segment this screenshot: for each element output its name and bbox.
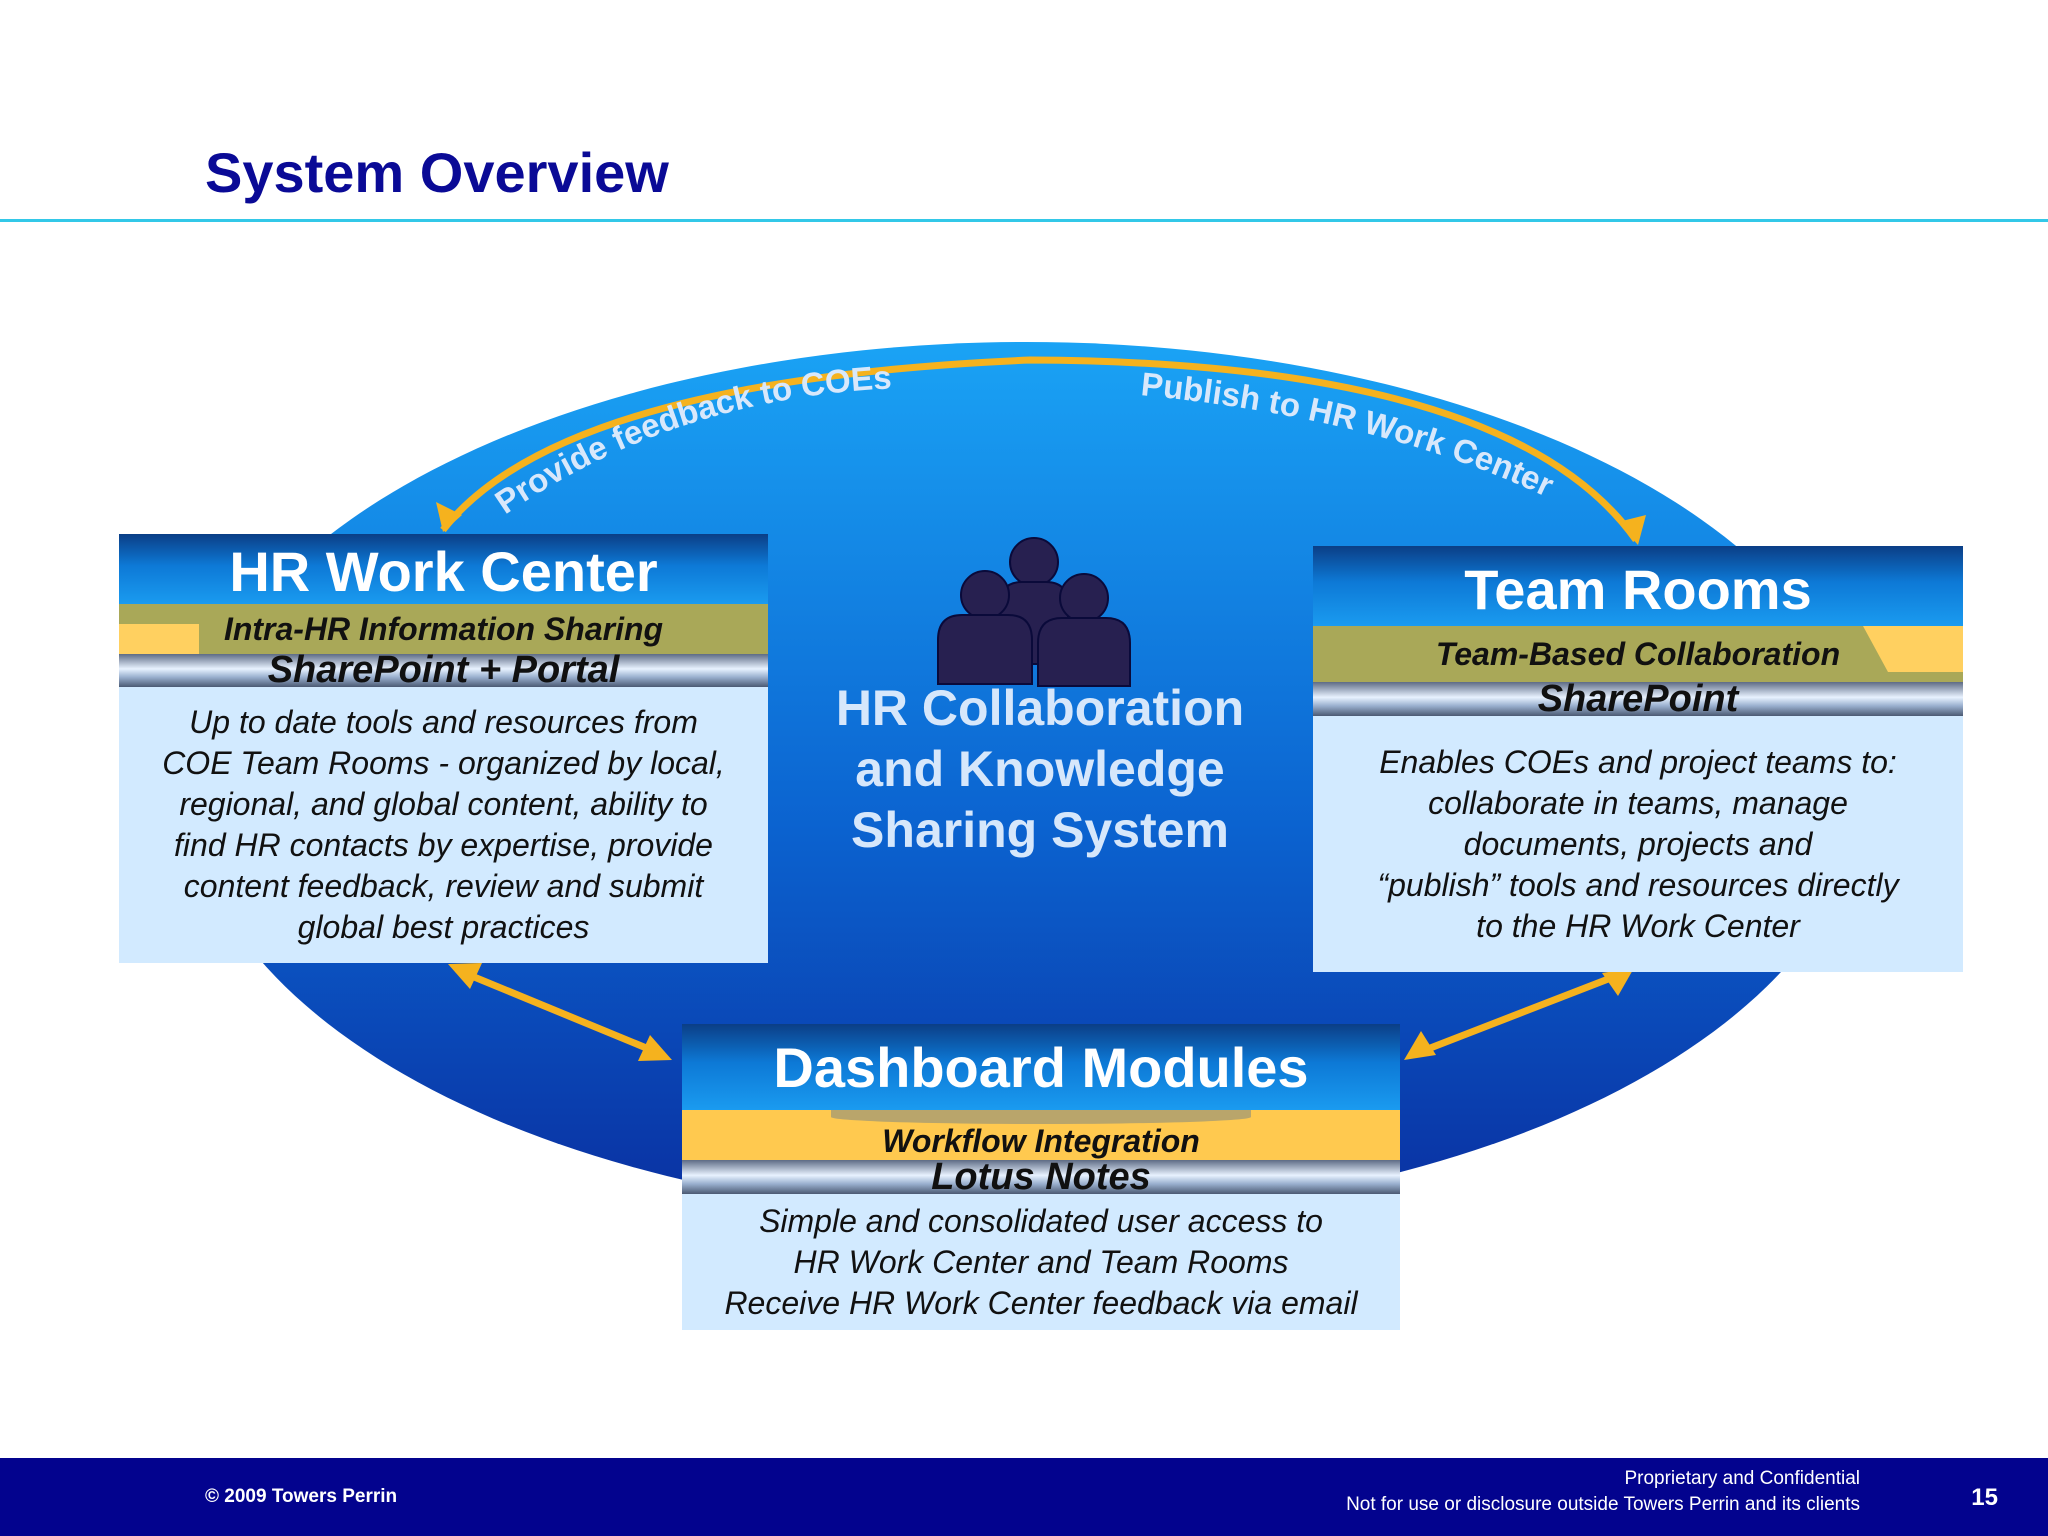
description-line: to the HR Work Center [1476,907,1800,944]
left-double-arrow [448,963,672,1061]
description-line: Simple and consolidated user access to [759,1202,1323,1239]
copyright-text: © 2009 Towers Perrin [205,1486,398,1507]
hr-work-center-description: Up to date tools and resources from COE … [119,687,768,963]
description-line: HR Work Center and Team Rooms [793,1243,1289,1280]
hr-work-center-box: HR Work Center Intra-HR Information Shar… [119,534,768,963]
description-line: Enables COEs and project teams to: [1379,743,1897,780]
hr-work-center-platform: SharePoint + Portal [119,649,768,691]
slide-footer: © 2009 Towers Perrin Proprietary and Con… [0,1458,2048,1536]
page-number: 15 [1971,1484,1998,1511]
team-rooms-description: Enables COEs and project teams to: colla… [1313,716,1963,972]
hr-work-center-subtitle: Intra-HR Information Sharing [119,604,768,654]
top-arc-arrow [440,356,1639,543]
dashboard-modules-platform: Lotus Notes [682,1156,1400,1198]
dashboard-modules-description: Simple and consolidated user access to H… [682,1194,1400,1330]
dashboard-modules-subtitle-text: Workflow Integration [882,1122,1200,1159]
team-rooms-subtitle-text: Team-Based Collaboration [1435,635,1841,672]
description-line: COE Team Rooms - organized by local, [162,745,725,781]
dashboard-modules-box: Dashboard Modules Workflow Integration L… [682,1024,1400,1330]
confidentiality-notice: Proprietary and Confidential Not for use… [1346,1466,1860,1518]
confidential-line: Not for use or disclosure outside Towers… [1346,1494,1860,1515]
confidential-line: Proprietary and Confidential [1624,1468,1860,1489]
center-title-line: and Knowledge [855,741,1225,797]
dashboard-modules-subtitle: Workflow Integration [682,1110,1400,1160]
hr-work-center-title: HR Work Center [119,534,768,604]
title-divider [0,219,2048,222]
description-line: find HR contacts by expertise, provide [174,827,713,863]
description-line: content feedback, review and submit [183,868,704,904]
description-line: global best practices [297,909,590,945]
description-line: Receive HR Work Center feedback via emai… [724,1284,1358,1321]
hr-work-center-subtitle-text: Intra-HR Information Sharing [223,610,664,647]
center-system-title: HR Collaboration and Knowledge Sharing S… [800,678,1280,861]
center-title-line: HR Collaboration [835,680,1245,736]
team-rooms-platform: SharePoint [1313,678,1963,720]
description-line: regional, and global content, ability to [179,786,708,822]
people-group-icon [937,537,1131,687]
team-rooms-subtitle: Team-Based Collaboration [1313,626,1963,682]
right-double-arrow [1404,968,1634,1060]
slide-title: System Overview [205,141,669,204]
center-title-line: Sharing System [851,802,1229,858]
left-arrowhead [436,502,462,532]
description-line: collaborate in teams, manage [1428,784,1848,821]
team-rooms-title: Team Rooms [1313,546,1963,626]
right-arrowhead [1618,515,1646,545]
description-line: documents, projects and [1463,825,1813,862]
description-line: “publish” tools and resources directly [1377,866,1899,903]
team-rooms-box: Team Rooms Team-Based Collaboration Shar… [1313,546,1963,972]
description-line: Up to date tools and resources from [189,704,698,740]
dashboard-modules-title: Dashboard Modules [682,1024,1400,1110]
